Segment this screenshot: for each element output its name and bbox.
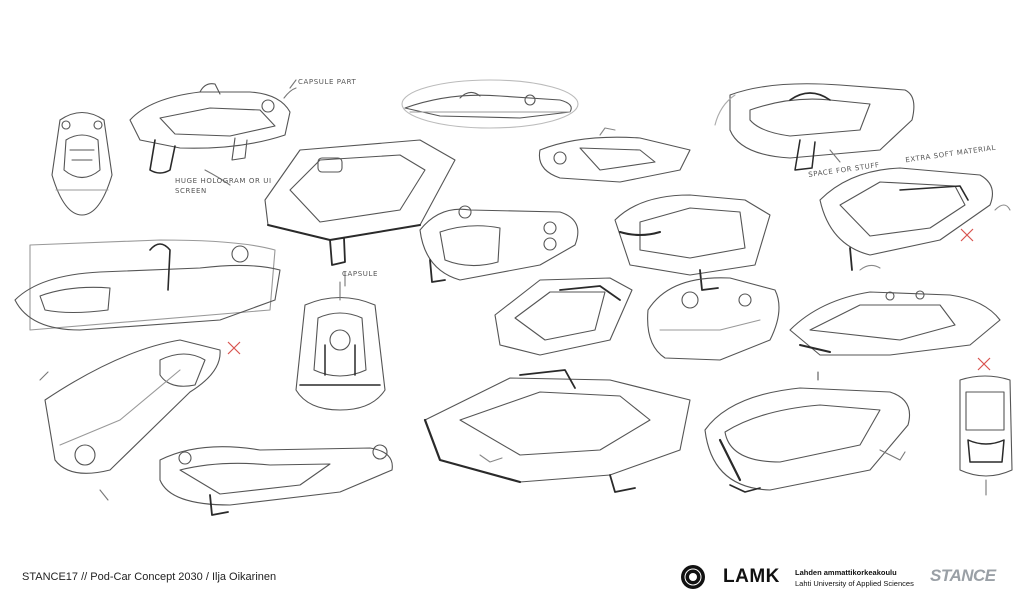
sketch-capsule-top-view bbox=[295, 281, 386, 411]
sketch-flat-pod-small bbox=[538, 127, 691, 183]
sketch-low-long-pod bbox=[159, 444, 393, 516]
lamk-logo: LAMK bbox=[723, 566, 780, 587]
footer-title: STANCE17 // Pod-Car Concept 2030 / Ilja … bbox=[22, 571, 277, 583]
stance-logo: STANCE bbox=[930, 566, 996, 585]
sketch-capsule-side bbox=[129, 83, 297, 174]
sketch-long-pod-top-center bbox=[401, 79, 579, 129]
sketch-twin-seat-pod bbox=[419, 205, 579, 283]
sketch-long-side-pod bbox=[14, 239, 281, 331]
sketch-pod-top-right bbox=[714, 83, 915, 171]
sketch-pod-top-view-2 bbox=[959, 375, 1013, 496]
lamk-name-finnish: Lahden ammattikorkeakoulu bbox=[795, 568, 897, 577]
annotation-capsule: CAPSULE bbox=[342, 270, 378, 278]
sketch-open-pod-cockpit bbox=[614, 194, 771, 291]
sketch-soft-material-pod bbox=[819, 167, 1011, 271]
sketch-round-pod bbox=[647, 277, 780, 361]
sketch-diagonal-pod bbox=[39, 339, 221, 501]
reject-x-icon bbox=[227, 228, 991, 371]
seal-logo-icon bbox=[681, 565, 705, 589]
sketch-wedge-pod bbox=[494, 277, 633, 356]
annotation-leaders bbox=[204, 79, 841, 287]
annotation-huge-hologram: HUGE HOLOGRAM OR UI SCREEN bbox=[175, 177, 272, 195]
sketch-speedy-pod bbox=[789, 264, 1001, 381]
lamk-name-english: Lahti University of Applied Sciences bbox=[795, 579, 914, 588]
sketch-pod-top-view-1 bbox=[51, 111, 113, 216]
sketch-cross-pod-large bbox=[423, 369, 691, 493]
annotation-capsule-part: CAPSULE PART bbox=[298, 78, 357, 86]
sketch-bulky-pod bbox=[704, 387, 911, 493]
sketch-hologram-pod bbox=[264, 139, 456, 266]
